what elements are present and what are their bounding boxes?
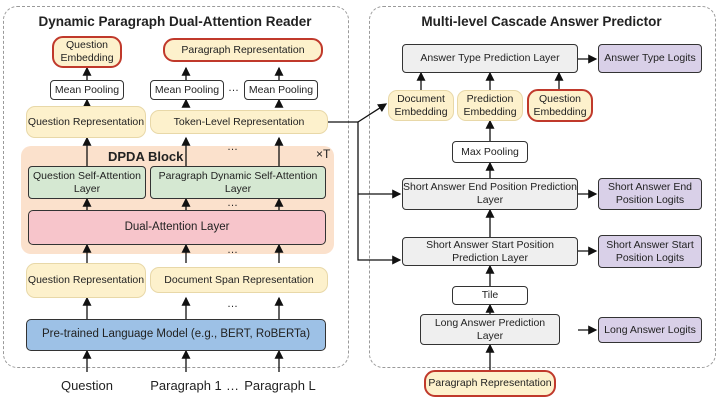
mean-pooling-ellipsis: …	[228, 82, 239, 94]
paragraph-representation-node: Paragraph Representation	[163, 38, 323, 62]
long-answer-logits: Long Answer Logits	[598, 317, 702, 343]
left-panel	[3, 6, 349, 368]
question-embedding-right: Question Embedding	[527, 89, 593, 122]
left-panel-title: Dynamic Paragraph Dual-Attention Reader	[38, 14, 312, 29]
max-pooling: Max Pooling	[452, 141, 528, 163]
tile: Tile	[452, 286, 528, 305]
right-panel-title: Multi-level Cascade Answer Predictor	[421, 14, 662, 29]
document-span-representation: Document Span Representation	[150, 267, 328, 293]
mean-pooling-question: Mean Pooling	[50, 80, 124, 100]
paragraph-representation-input: Paragraph Representation	[424, 370, 556, 397]
document-embedding: Document Embedding	[388, 90, 454, 121]
short-answer-end-logits: Short Answer End Position Logits	[598, 178, 702, 210]
mean-pooling-paragraph-1: Mean Pooling	[150, 80, 224, 100]
answer-type-prediction-layer: Answer Type Prediction Layer	[402, 44, 578, 73]
short-answer-start-layer: Short Answer Start Position Prediction L…	[402, 237, 578, 266]
prediction-embedding: Prediction Embedding	[457, 90, 523, 121]
short-answer-start-logits: Short Answer Start Position Logits	[598, 235, 702, 268]
long-answer-prediction-layer: Long Answer Prediction Layer	[420, 314, 560, 345]
pretrained-language-model: Pre-trained Language Model (e.g., BERT, …	[26, 319, 326, 351]
token-ellipsis: …	[227, 141, 238, 153]
question-self-attention-layer: Question Self-Attention Layer	[28, 166, 146, 199]
dpda-block-title: DPDA Block	[108, 149, 184, 164]
document-span-ellipsis: …	[227, 298, 238, 310]
paragraph-dynamic-self-attention-layer: Paragraph Dynamic Self-Attention Layer	[150, 166, 326, 199]
right-panel	[369, 6, 716, 368]
short-answer-end-layer: Short Answer End Position Prediction Lay…	[402, 178, 578, 210]
input-paragraph-l: Paragraph L	[244, 378, 316, 393]
question-embedding-node: Question Embedding	[52, 36, 122, 68]
token-level-representation: Token-Level Representation	[150, 110, 328, 134]
dual-attention-ellipsis: …	[227, 244, 238, 256]
input-question: Question	[60, 378, 114, 393]
self-attention-ellipsis: …	[227, 197, 238, 209]
mean-pooling-paragraph-l: Mean Pooling	[244, 80, 318, 100]
question-representation-bottom: Question Representation	[26, 263, 146, 298]
repeat-label: ×T	[316, 147, 331, 161]
question-representation-top: Question Representation	[26, 106, 146, 138]
input-ellipsis: …	[226, 378, 239, 393]
input-paragraph-1: Paragraph 1	[150, 378, 222, 393]
dual-attention-layer: Dual-Attention Layer	[28, 210, 326, 245]
answer-type-logits: Answer Type Logits	[598, 44, 702, 73]
